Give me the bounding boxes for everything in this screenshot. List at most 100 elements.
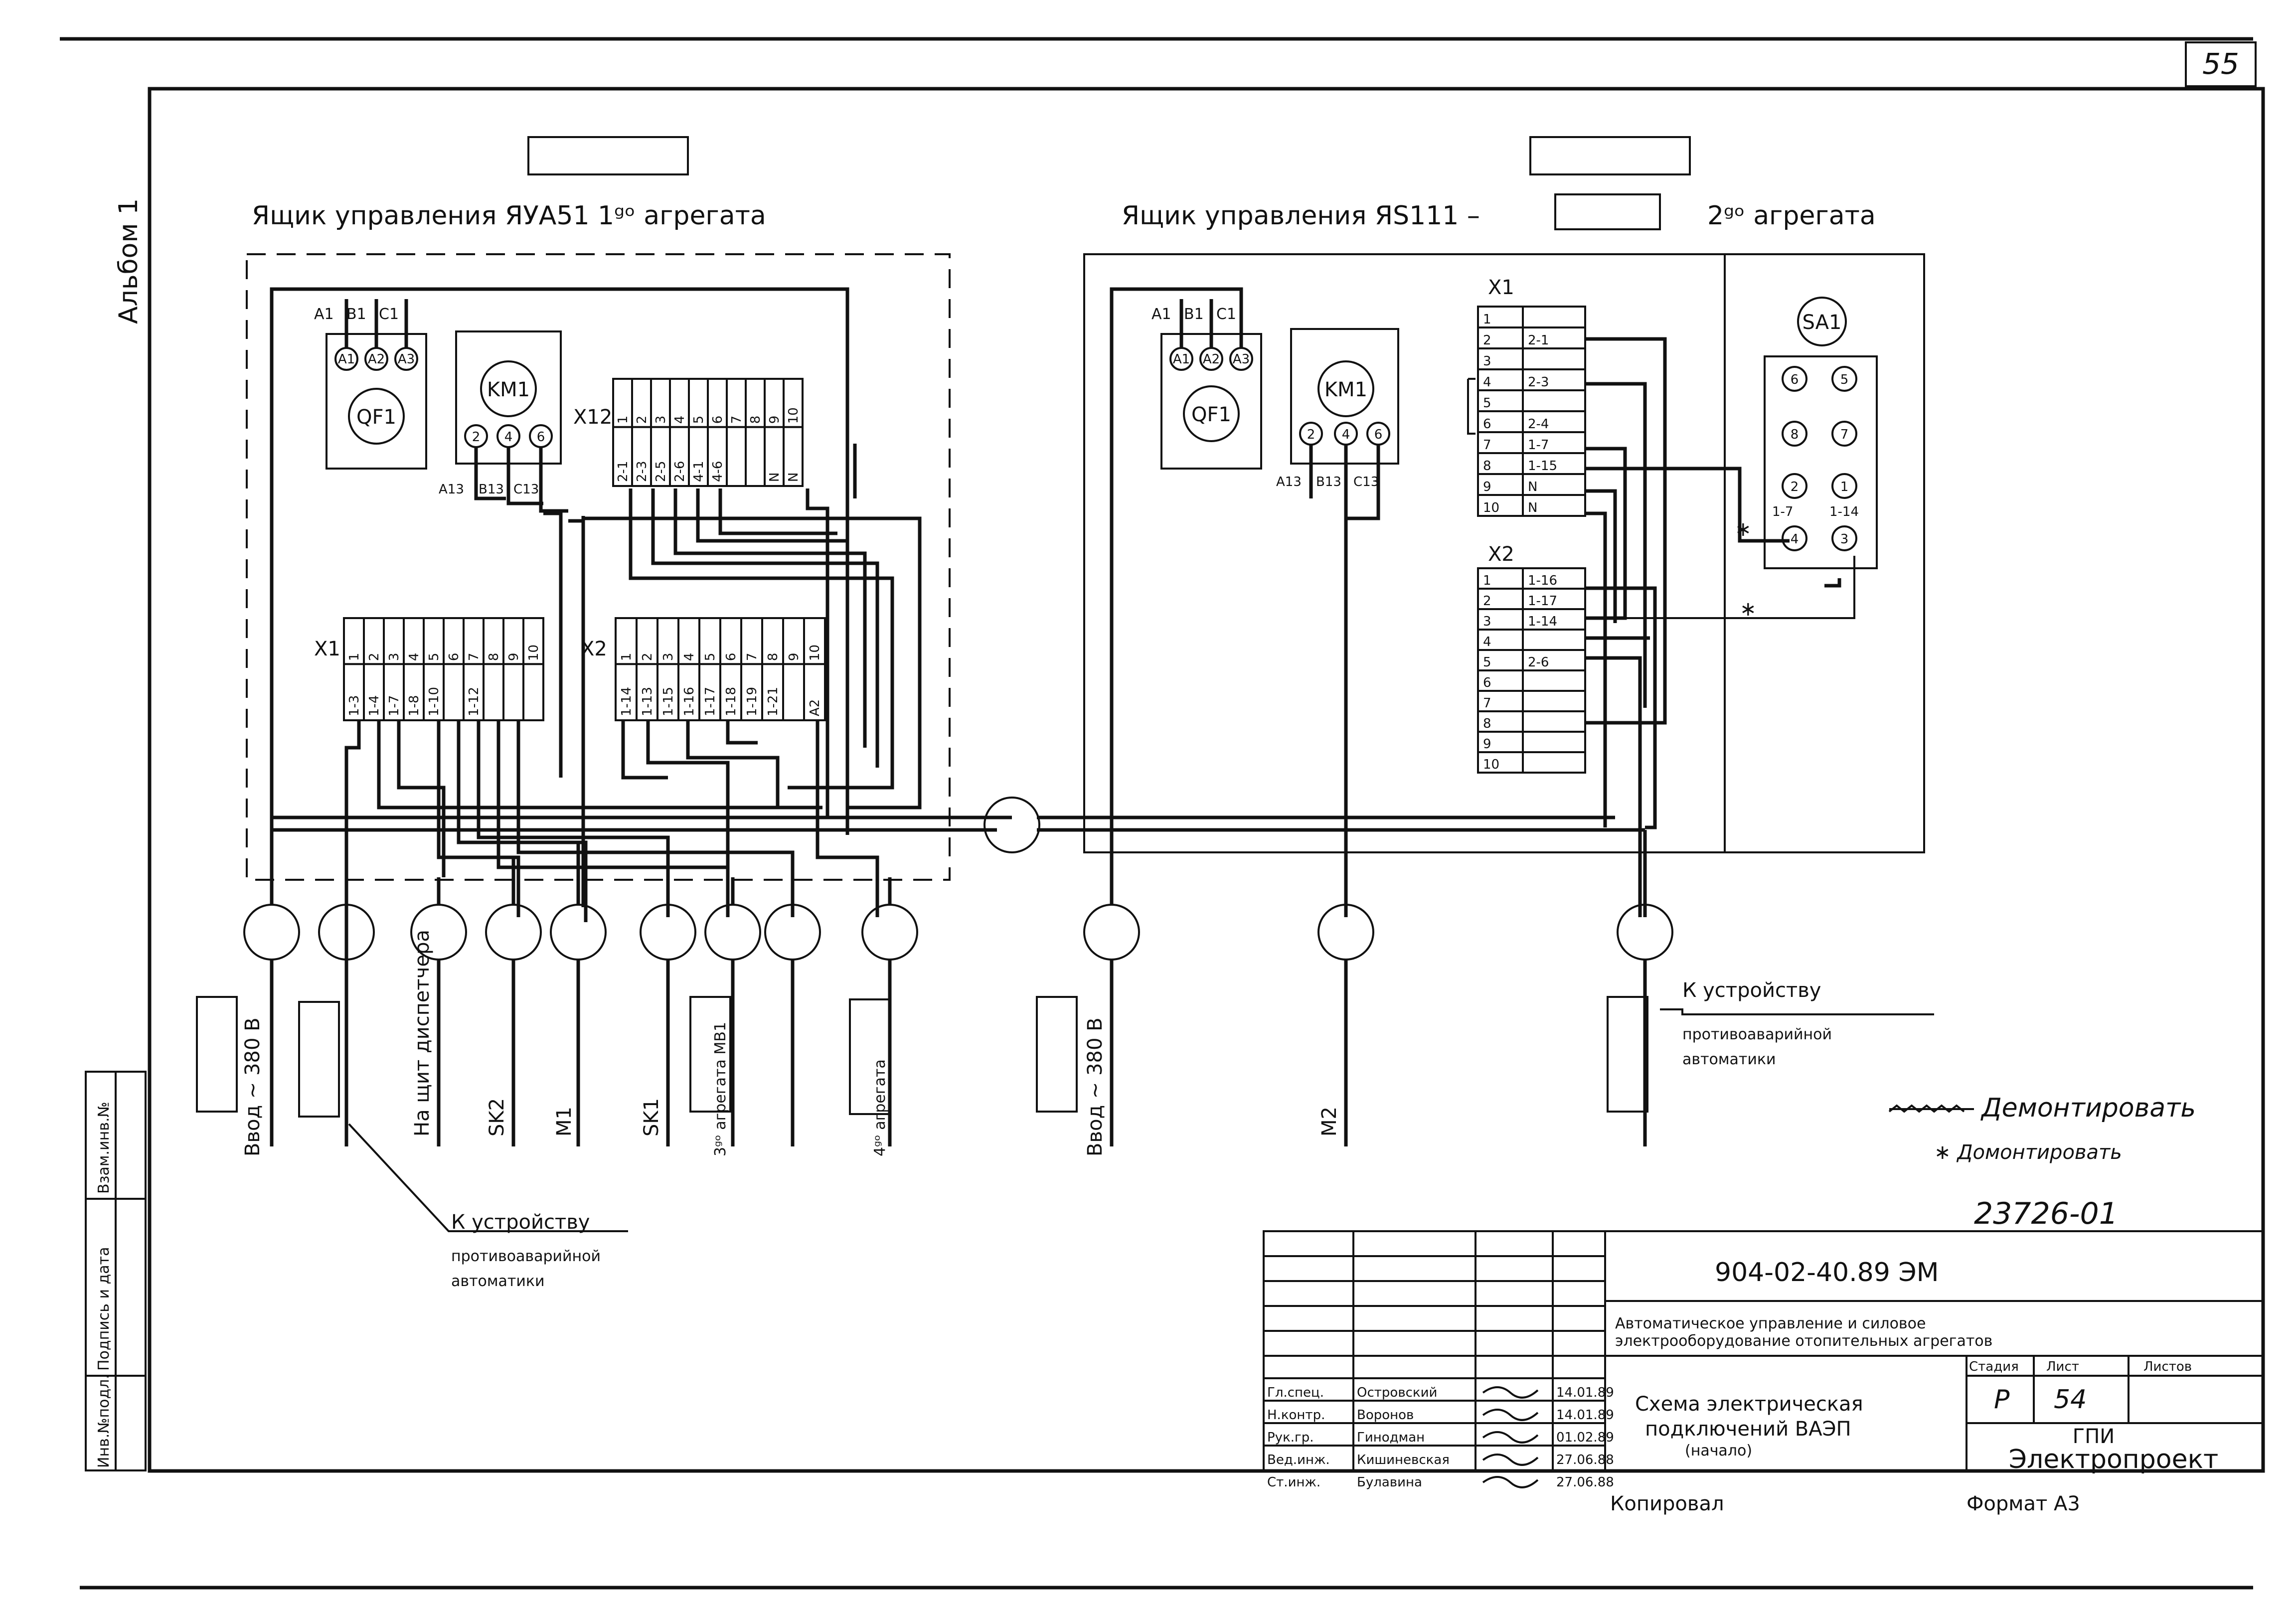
box1-x12-terminal-number: 4 (672, 416, 687, 424)
box1-title: Ящик управления ЯУА51 1ᵍᵒ агрегата (252, 201, 766, 231)
box2-breaker-term-3-label: A3 (1233, 352, 1250, 367)
box2-breaker-term-2-label: A2 (1203, 352, 1220, 367)
cable-label-m1: M1 (553, 1107, 576, 1136)
role-signature (1482, 1386, 1539, 1399)
center-cable-gland (984, 797, 1040, 853)
box1-x12-terminal-number: 8 (748, 416, 763, 424)
box1-out-b: B13 (479, 482, 504, 497)
box2-x2-terminal-wire: 1-14 (1528, 614, 1557, 629)
role-title: Гл.спец. (1267, 1385, 1324, 1400)
title-block-subject-1: Автоматическое управление и силовое (1615, 1315, 1926, 1332)
cable-label-input-2: Ввод ~ 380 В (1084, 1017, 1107, 1156)
box2-enclosure (1083, 253, 1925, 853)
box1-x2-terminal-wire: 1-14 (619, 687, 634, 716)
box2-mount-asterisk-2: ∗ (1740, 598, 1757, 621)
box1-x1-terminal-number: 4 (407, 653, 422, 661)
box1-x12-terminal-number: 3 (654, 416, 668, 424)
box1-x1-terminal-wire: 1-7 (387, 695, 402, 716)
box1-wiring (270, 287, 1012, 972)
box1-x12-terminal-number: 7 (729, 416, 744, 424)
box2-title-left: Ящик управления ЯS111 – (1122, 201, 1480, 231)
box2-x2-terminal-number: 10 (1483, 757, 1499, 772)
box1-x12-terminal-number: 6 (710, 416, 725, 424)
box1-breaker-term-1-label: A1 (338, 352, 355, 367)
box2-x1-terminal-number: 7 (1483, 438, 1491, 453)
role-signature (1482, 1476, 1539, 1488)
box1-x2-terminal-wire: 1-19 (745, 687, 760, 716)
role-title: Ст.инж. (1267, 1475, 1320, 1490)
sheet-number: 55 (2202, 47, 2239, 81)
box2-x2-terminal-wire: 1-16 (1528, 573, 1557, 588)
box1-x12-terminal-wire: 4-1 (691, 461, 706, 482)
box1-phase-b: B1 (346, 306, 366, 323)
strip-cell-2: Подпись и дата (95, 1247, 113, 1371)
box2-x1-terminal-number: 3 (1483, 354, 1491, 369)
box2-switch-contact-label: 4 (1791, 532, 1799, 547)
box1-contactor-term-1-label: 2 (472, 430, 481, 445)
box2-switch-wire-1: 1-7 (1772, 504, 1793, 519)
box2-x2-terminal-number: 1 (1483, 573, 1491, 588)
box1-x2-terminal-wire: 1-16 (682, 687, 697, 716)
box2-contactor-term-1-label: 2 (1307, 427, 1315, 442)
box2-switch-contact-label: 6 (1791, 372, 1799, 387)
box2-switch-frame (1764, 355, 1878, 569)
cable-tag-1 (196, 996, 238, 1113)
box2-x2-terminal-wire: 1-17 (1528, 594, 1557, 609)
role-date: 27.06.88 (1556, 1453, 1614, 1467)
box1-x1-terminal-number: 9 (506, 653, 521, 661)
role-name: Булавина (1357, 1475, 1422, 1490)
box1-x1-terminal-wire: 1-12 (467, 687, 482, 716)
box1-x2-terminal-wire: 1-13 (640, 687, 655, 716)
box1-x2-terminal-number: 5 (703, 653, 718, 661)
title-block-drawing-3: (начало) (1685, 1442, 1752, 1459)
box1-out-c: C13 (513, 482, 539, 497)
box1-out-a: A13 (439, 482, 464, 497)
box1-x1-terminal-wire: 1-10 (427, 687, 442, 716)
box2-out-b: B13 (1316, 475, 1341, 489)
box1-x12-terminal-wire: N (786, 473, 801, 482)
box1-x1-terminal-number: 10 (526, 645, 541, 661)
role-title: Н.контр. (1267, 1408, 1325, 1423)
drawing-frame (148, 87, 2265, 1473)
box1-phase-a: A1 (314, 306, 334, 323)
box1-x12-terminal-number: 1 (616, 416, 631, 424)
cable-label-sk1: SK1 (640, 1098, 663, 1136)
box2-x1-terminal-number: 2 (1483, 333, 1491, 348)
box2-switch-contact (1831, 366, 1857, 392)
box2-x1-terminal-number: 4 (1483, 375, 1491, 390)
right-note-line3: автоматики (1682, 1051, 1776, 1068)
strip-cell-3: Взам.инв.№ (95, 1102, 113, 1194)
cable-label-dispatch: На щит диспетчера (411, 930, 434, 1136)
box1-x12-terminal-number: 9 (767, 416, 782, 424)
album-label: Альбом 1 (114, 198, 144, 324)
box2-x2-terminal-number: 4 (1483, 635, 1491, 649)
box2-mount-asterisk-1: ∗ (1735, 518, 1752, 541)
box2-out-c: C13 (1353, 475, 1379, 489)
box2-switch-contact (1782, 421, 1807, 447)
title-block (1263, 1230, 2264, 1471)
box2-x2-terminal-number: 5 (1483, 655, 1491, 670)
title-block-org-1: ГПИ (2073, 1425, 2115, 1448)
box2-x1-terminal-number: 5 (1483, 396, 1491, 411)
left-note-line3: автоматики (451, 1273, 545, 1290)
box2-x1-terminal-wire: 1-15 (1528, 459, 1557, 474)
box2-x1-label: X1 (1488, 276, 1514, 299)
cable-drops (270, 842, 1647, 1146)
box2-x2-terminal-number: 9 (1483, 737, 1491, 752)
box2-x2-terminal-number: 3 (1483, 614, 1491, 629)
box2-x1-terminal-wire: 2-3 (1528, 375, 1549, 390)
box2-phase-c: C1 (1216, 306, 1236, 323)
title-block-sheet: 54 (2054, 1385, 2087, 1415)
box1-x2-terminal-number: 3 (661, 653, 676, 661)
box2-x1-terminal-wire: 2-4 (1528, 417, 1549, 432)
box1-x12-terminal-wire: 2-5 (654, 461, 668, 482)
box1-x2-terminal-wire: 1-21 (766, 687, 781, 716)
box1-breaker-term-3-label: A3 (398, 352, 415, 367)
cable-tag-2 (298, 1001, 340, 1118)
right-note-line1: К устройству (1682, 979, 1821, 1002)
title-block-sheet-header: Лист (2046, 1359, 2079, 1374)
